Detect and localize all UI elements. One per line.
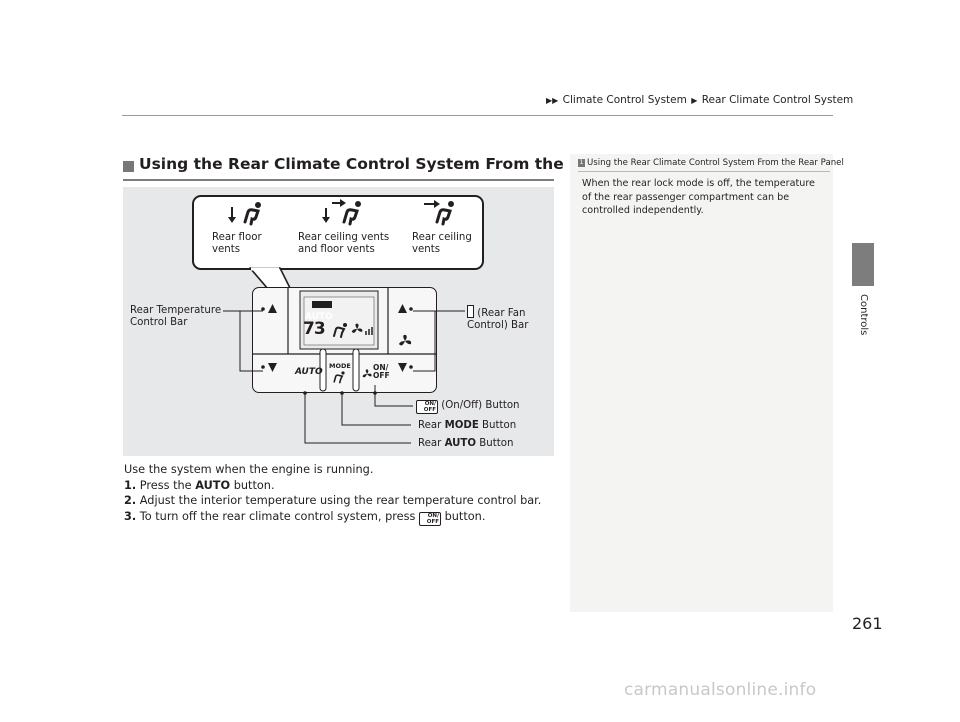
label-line: (Rear Fan bbox=[477, 308, 526, 319]
caption-line: Rear ceiling bbox=[412, 232, 472, 243]
temp-down-icon[interactable] bbox=[257, 360, 281, 376]
panel-mode-vent-icon bbox=[333, 371, 345, 384]
panel-auto-key[interactable]: AUTO bbox=[295, 367, 323, 377]
leader-lines bbox=[223, 310, 465, 444]
fan-bar-label: (Rear Fan Control) Bar bbox=[467, 305, 528, 332]
ceiling-floor-vent-icon bbox=[322, 199, 361, 226]
caption-line: Rear floor bbox=[212, 232, 262, 243]
display-vent-icon bbox=[333, 323, 347, 338]
onoff-button-icon: ON/OFF bbox=[416, 400, 438, 414]
fan-down-icon[interactable] bbox=[396, 360, 422, 376]
breadcrumb: ▶▶ Climate Control System ▶ Rear Climate… bbox=[545, 94, 853, 106]
caption-line: Rear ceiling vents bbox=[298, 232, 390, 243]
rear-fan-icon bbox=[467, 305, 474, 318]
caption-line: vents bbox=[212, 244, 241, 255]
breadcrumb-item-climate[interactable]: Climate Control System bbox=[562, 94, 687, 106]
onoff-button-label: ON/OFF (On/Off) Button bbox=[416, 400, 520, 414]
chapter-tab[interactable] bbox=[852, 243, 874, 286]
caption-line: and floor vents bbox=[298, 244, 375, 255]
temp-up-icon[interactable] bbox=[257, 300, 281, 316]
chapter-tab-label: Controls bbox=[858, 294, 869, 336]
breadcrumb-item-rear-climate[interactable]: Rear Climate Control System bbox=[701, 94, 854, 106]
reference-number-icon: 1 bbox=[578, 159, 585, 167]
panel-on-text: ON/ bbox=[373, 363, 389, 372]
step-3: 3. To turn off the rear climate control … bbox=[124, 509, 486, 526]
instructions: Use the system when the engine is runnin… bbox=[124, 462, 564, 526]
onoff-inline-icon: ON/OFF bbox=[418, 511, 441, 526]
panel-onoff-key[interactable]: ON/ OFF bbox=[373, 364, 390, 379]
fan-up-icon[interactable] bbox=[396, 300, 422, 316]
display-temperature: 73 bbox=[303, 319, 326, 339]
floor-vent-icon bbox=[228, 202, 261, 226]
sidebar-divider bbox=[578, 171, 830, 172]
header-divider bbox=[122, 115, 833, 116]
step-2: 2. Adjust the interior temperature using… bbox=[124, 494, 542, 507]
panel-onoff-fan-icon bbox=[362, 369, 372, 378]
sidebar-text: When the rear lock mode is off, the temp… bbox=[582, 178, 815, 216]
intro-text: Use the system when the engine is runnin… bbox=[124, 463, 374, 476]
ceiling-vent-caption: Rear ceiling vents bbox=[412, 232, 472, 256]
temp-bar-label: Rear Temperature Control Bar bbox=[130, 305, 221, 329]
label-text: (On/Off) Button bbox=[441, 400, 520, 411]
sidebar-notes bbox=[570, 154, 833, 612]
floor-vent-caption: Rear floor vents bbox=[212, 232, 262, 256]
breadcrumb-arrow-icon: ▶ bbox=[691, 96, 698, 105]
mode-button-label: Rear MODE Button bbox=[418, 420, 517, 431]
fan-icon bbox=[399, 334, 412, 346]
ceiling-floor-vent-caption: Rear ceiling vents and floor vents bbox=[298, 232, 389, 256]
label-line: Control Bar bbox=[130, 317, 188, 328]
section-title: Using the Rear Climate Control System Fr… bbox=[139, 155, 664, 173]
caption-line: vents bbox=[412, 244, 441, 255]
rear-control-panel-drawing bbox=[253, 288, 437, 392]
heading-bullet-icon bbox=[123, 161, 134, 172]
breadcrumb-arrow-icon: ▶▶ bbox=[546, 96, 559, 105]
step-1: 1. Press the AUTO button. bbox=[124, 478, 275, 492]
panel-mode-key[interactable]: MODE bbox=[329, 362, 351, 370]
vent-mode-callout bbox=[192, 195, 484, 270]
display-fan-icon bbox=[351, 323, 363, 333]
display-auto-indicator: AUTO bbox=[305, 312, 333, 322]
label-line: Control) Bar bbox=[467, 320, 529, 331]
heading-divider bbox=[123, 179, 554, 181]
ceiling-vent-icon bbox=[424, 200, 454, 226]
label-line: Rear Temperature bbox=[130, 305, 222, 316]
panel-off-text: OFF bbox=[373, 370, 390, 380]
page-number: 261 bbox=[852, 614, 883, 633]
auto-button-label: Rear AUTO Button bbox=[418, 438, 514, 449]
watermark[interactable]: carmanualsonline.info bbox=[624, 680, 817, 700]
